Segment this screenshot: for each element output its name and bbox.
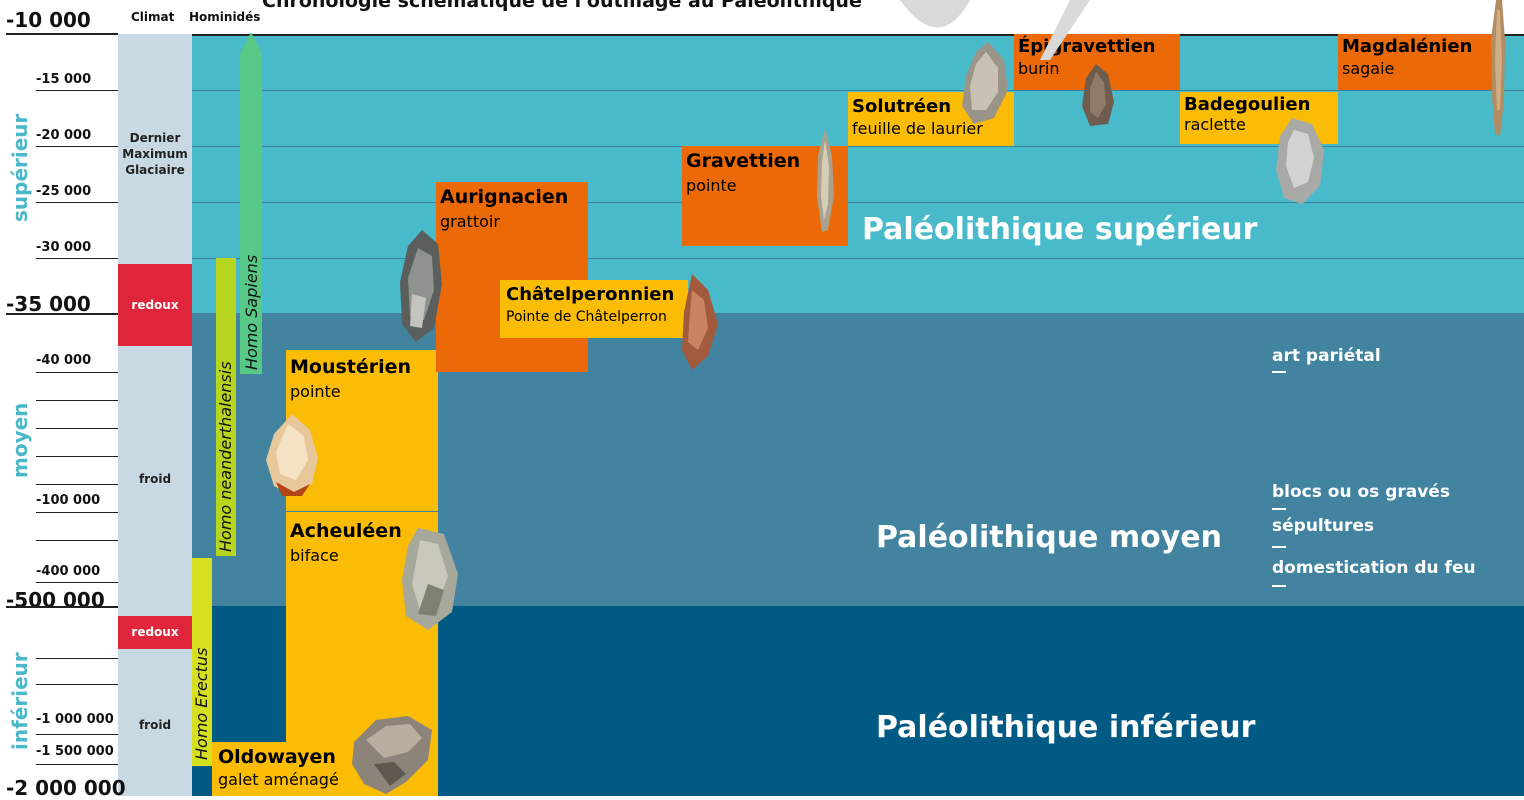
note-dash bbox=[1272, 508, 1286, 510]
culture-tool: Pointe de Châtelperron bbox=[506, 309, 674, 325]
culture-tool: galet aménagé bbox=[218, 770, 339, 789]
timeline-minor-label: -400 000 bbox=[36, 564, 118, 579]
timeline-minor-label: -40 000 bbox=[36, 353, 118, 368]
timeline-minor-tick bbox=[36, 658, 118, 659]
epigravettien-tool-image bbox=[1080, 62, 1116, 128]
note-dash bbox=[1272, 546, 1286, 548]
culture-tool: pointe bbox=[686, 176, 800, 195]
culture-label-gravettien: Gravettien pointe bbox=[686, 150, 800, 195]
culture-label-magdalenien: Magdalénien sagaie bbox=[1342, 36, 1472, 78]
timeline-minor-tick bbox=[36, 202, 118, 203]
culture-label-oldowayen: Oldowayen galet aménagé bbox=[218, 746, 339, 789]
timeline-minor-tick bbox=[36, 764, 118, 765]
magdalenien-tool-image bbox=[1488, 0, 1508, 138]
period-title-inferieur: Paléolithique inférieur bbox=[876, 710, 1255, 745]
culture-tool: pointe bbox=[290, 382, 411, 401]
timeline-minor-tick bbox=[36, 512, 118, 513]
aurignacien-tool-image bbox=[398, 228, 444, 344]
gridline bbox=[192, 90, 1524, 91]
decorative-arc bbox=[900, 0, 1140, 60]
culture-label-mousterien: Moustérien pointe bbox=[290, 356, 411, 401]
timeline-major-tick bbox=[6, 313, 118, 315]
timeline-minor-tick bbox=[36, 372, 118, 373]
chatelperronien-tool-image bbox=[678, 272, 720, 372]
timeline-minor-label: -20 000 bbox=[36, 128, 118, 143]
homo-neanderthalensis-label: Homo neanderthalensis bbox=[216, 361, 235, 552]
period-label-moyen: moyen bbox=[8, 403, 32, 478]
timeline-minor-tick bbox=[36, 146, 118, 147]
culture-name: Châtelperonnien bbox=[506, 284, 674, 305]
homo-sapiens-label: Homo Sapiens bbox=[242, 255, 261, 370]
gravettien-tool-image bbox=[814, 126, 836, 236]
timeline-major-label: -500 000 bbox=[6, 588, 105, 612]
note-sepultures: sépultures bbox=[1272, 516, 1374, 536]
culture-name: Aurignacien bbox=[440, 186, 568, 208]
homo-sapiens-arrow bbox=[240, 32, 262, 54]
gridline bbox=[192, 258, 1524, 259]
timeline-minor-tick bbox=[36, 734, 118, 735]
climate-header: Climat bbox=[131, 10, 174, 24]
period-label-inferieur: inférieur bbox=[8, 652, 32, 750]
culture-label-acheuleen: Acheuléen biface bbox=[290, 520, 402, 565]
mousterien-tool-image bbox=[262, 412, 322, 498]
timeline-minor-label: -1 500 000 bbox=[36, 744, 118, 759]
culture-name: Magdalénien bbox=[1342, 36, 1472, 57]
climate-redoux-2: redoux bbox=[118, 616, 192, 649]
culture-name: Gravettien bbox=[686, 150, 800, 172]
culture-name: Badegoulien bbox=[1184, 94, 1310, 115]
timeline-minor-label: -1 000 000 bbox=[36, 712, 118, 727]
note-blocs-graves: blocs ou os gravés bbox=[1272, 482, 1450, 502]
culture-tool: sagaie bbox=[1342, 59, 1472, 78]
climate-lgm: Dernier Maximum Glaciaire bbox=[118, 130, 192, 178]
culture-label-aurignacien: Aurignacien grattoir bbox=[440, 186, 568, 231]
hominids-header: Hominidés bbox=[189, 10, 260, 24]
timeline-minor-tick bbox=[36, 400, 118, 401]
climate-froid-2: froid bbox=[118, 718, 192, 732]
timeline-minor-tick bbox=[36, 582, 118, 583]
timeline-minor-tick bbox=[36, 540, 118, 541]
culture-label-chatelperronien: Châtelperonnien Pointe de Châtelperron bbox=[506, 284, 674, 325]
badegoulien-tool-image bbox=[1274, 116, 1326, 206]
oldowayen-tool-image bbox=[346, 712, 438, 796]
timeline-major-tick bbox=[6, 33, 118, 35]
timeline-minor-label: -100 000 bbox=[36, 493, 118, 508]
climate-froid-1: froid bbox=[118, 472, 192, 486]
timeline-minor-label: -15 000 bbox=[36, 72, 118, 87]
culture-name: Acheuléen bbox=[290, 520, 402, 542]
culture-tool: grattoir bbox=[440, 212, 568, 231]
culture-name: Moustérien bbox=[290, 356, 411, 378]
timeline-minor-tick bbox=[36, 90, 118, 91]
note-dash bbox=[1272, 585, 1286, 587]
chart-title: Chronologie schématique de l'outillage a… bbox=[262, 0, 862, 12]
gridline bbox=[192, 34, 1524, 36]
note-art-parietal: art pariétal bbox=[1272, 346, 1381, 366]
timeline-major-label: -10 000 bbox=[6, 8, 91, 32]
period-title-superieur: Paléolithique supérieur bbox=[862, 212, 1257, 247]
climate-redoux-1: redoux bbox=[118, 264, 192, 346]
note-domestication-feu: domestication du feu bbox=[1272, 558, 1476, 578]
timeline-minor-label: -30 000 bbox=[36, 240, 118, 255]
timeline-minor-tick bbox=[36, 484, 118, 485]
timeline-minor-tick bbox=[36, 684, 118, 685]
timeline-major-label: -2 000 000 bbox=[6, 776, 126, 800]
timeline-minor-tick bbox=[36, 258, 118, 259]
timeline-minor-tick bbox=[36, 456, 118, 457]
timeline-minor-tick bbox=[36, 428, 118, 429]
homo-erectus-label: Homo Erectus bbox=[192, 648, 211, 760]
note-dash bbox=[1272, 371, 1286, 373]
timeline-minor-label: -25 000 bbox=[36, 184, 118, 199]
period-title-moyen: Paléolithique moyen bbox=[876, 520, 1222, 555]
timeline-major-tick bbox=[6, 606, 118, 608]
period-label-superieur: supérieur bbox=[8, 114, 32, 222]
culture-name: Oldowayen bbox=[218, 746, 339, 768]
acheuleen-tool-image bbox=[398, 524, 462, 634]
culture-tool: biface bbox=[290, 546, 402, 565]
